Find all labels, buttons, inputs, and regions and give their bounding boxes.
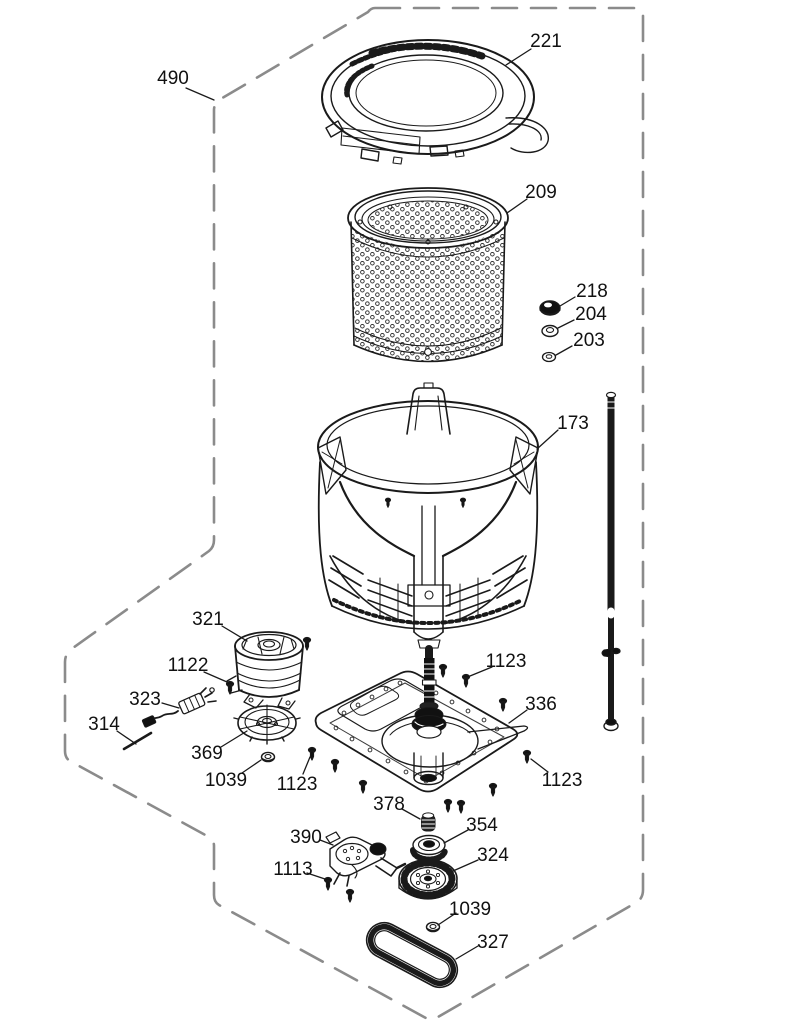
callout-1123-left: 1123 xyxy=(277,774,318,795)
callout-324: 324 xyxy=(477,845,509,866)
callout-218: 218 xyxy=(576,281,608,302)
pulley-nut-part xyxy=(425,921,441,933)
callout-1123-top: 1123 xyxy=(486,651,527,672)
cabinet-boundary-outline xyxy=(63,6,645,1021)
callout-203: 203 xyxy=(573,330,605,351)
callout-209: 209 xyxy=(525,182,557,203)
spin-basket-part xyxy=(347,187,509,363)
callout-1039-b: 1039 xyxy=(449,899,491,920)
pin-part xyxy=(122,731,153,751)
suspension-rod xyxy=(601,391,621,732)
callout-labels: 490 221 209 218 204 203 173 321 1122 112… xyxy=(88,31,608,953)
callout-321: 321 xyxy=(192,609,224,630)
callout-336: 336 xyxy=(525,694,557,715)
motor-coupler-part xyxy=(233,704,301,745)
gearcase-part xyxy=(314,645,529,793)
callout-1113: 1113 xyxy=(273,859,312,880)
callout-173: 173 xyxy=(557,413,589,434)
callout-378: 378 xyxy=(373,794,405,815)
drive-hub-part xyxy=(410,834,448,863)
coupler-nut-part xyxy=(260,751,276,763)
callout-354: 354 xyxy=(466,815,498,836)
callout-204: 204 xyxy=(575,304,607,325)
callout-1123-right: 1123 xyxy=(542,770,583,791)
callout-323: 323 xyxy=(129,689,161,710)
wire-harness-part xyxy=(141,687,217,728)
drive-motor-part xyxy=(226,631,304,710)
outer-tub-part xyxy=(317,382,539,649)
callout-1039-a: 1039 xyxy=(205,770,247,791)
callout-327: 327 xyxy=(477,932,509,953)
callout-490: 490 xyxy=(157,68,189,89)
callout-221: 221 xyxy=(530,31,562,52)
shaft-fasteners xyxy=(539,300,561,363)
callout-1122: 1122 xyxy=(168,655,209,676)
cam-part xyxy=(421,812,436,832)
leader-lines xyxy=(116,48,576,960)
drive-belt-part xyxy=(365,921,459,989)
callout-390: 390 xyxy=(290,827,322,848)
callout-314: 314 xyxy=(88,714,120,735)
tub-ring-part xyxy=(321,39,549,165)
pulley-part xyxy=(398,858,458,900)
callout-369: 369 xyxy=(191,743,223,764)
shift-actuator-part xyxy=(325,831,407,887)
